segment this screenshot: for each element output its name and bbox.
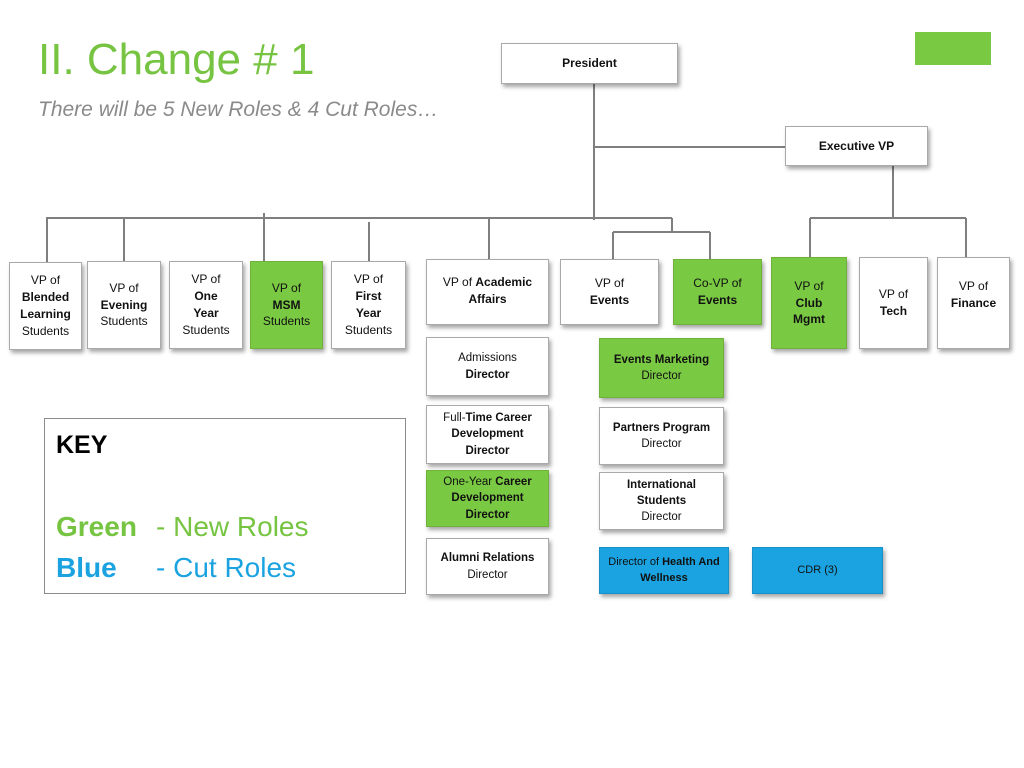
vp-academic-affairs-box: VP of Academic Affairs <box>426 259 549 325</box>
role-title: International Students <box>626 478 696 507</box>
vp-suffix: Students <box>344 322 393 337</box>
role-title: Health And Wellness <box>640 556 720 584</box>
role-title: Director <box>465 368 510 381</box>
executive-vp-box: Executive VP <box>785 126 928 166</box>
executive-vp-label: Executive VP <box>818 138 895 153</box>
role-prefix: Full- <box>443 412 466 425</box>
vp-prefix: VP of <box>353 272 384 287</box>
vp-prefix: VP of <box>958 279 989 293</box>
role-suffix: Director <box>467 568 508 581</box>
co-vp-events-box: Co-VP of Events <box>673 259 762 325</box>
vp-prefix: VP of <box>594 276 625 291</box>
cdr-box: CDR (3) <box>752 547 883 594</box>
role-suffix: Director <box>641 511 682 524</box>
vp-tech-box: VP of Tech <box>859 257 928 349</box>
vp-area: Tech <box>879 304 908 318</box>
director-health-and-wellness-box: Director of Health And Wellness <box>599 547 729 594</box>
page-subtitle: There will be 5 New Roles & 4 Cut Roles… <box>38 98 439 121</box>
admissions-director-box: Admissions Director <box>426 337 549 396</box>
vp-suffix: Students <box>182 322 230 337</box>
vp-club-mgmt-box: VP of Club Mgmt <box>771 257 847 349</box>
role-prefix: Director of <box>608 556 660 569</box>
role-title: Alumni Relations <box>440 552 535 565</box>
vp-area: Club Mgmt <box>793 295 825 327</box>
partners-program-director-box: Partners Program Director <box>599 407 724 465</box>
page-title: II. Change # 1 <box>38 35 315 84</box>
full-time-career-development-director-box: Full-Time Career Development Director <box>426 405 549 464</box>
role-title: Career Development Director <box>451 476 532 521</box>
role-prefix: One-Year <box>443 476 493 489</box>
vp-area: First Year <box>355 289 382 320</box>
key-blue-label: - Cut Roles <box>156 552 297 583</box>
vp-area: Events <box>589 293 630 307</box>
vp-blended-learning-students-box: VP of Blended Learning Students <box>9 262 82 350</box>
role-prefix: Admissions <box>458 352 517 365</box>
alumni-relations-director-box: Alumni Relations Director <box>426 538 549 595</box>
key-green-label: - New Roles <box>156 511 309 542</box>
vp-first-year-students-box: VP of First Year Students <box>331 261 406 349</box>
vp-evening-students-box: VP of Evening Students <box>87 261 161 349</box>
vp-area: Events <box>697 293 738 307</box>
role-suffix: Director <box>641 438 682 450</box>
one-year-career-development-director-box: One-Year Career Development Director <box>426 470 549 527</box>
key-row-cut-roles: Blue - Cut Roles <box>56 554 296 582</box>
role-suffix: Director <box>641 370 682 382</box>
vp-prefix: VP of <box>442 275 473 289</box>
events-marketing-director-box: Events Marketing Director <box>599 338 724 398</box>
president-box: President <box>501 43 678 84</box>
role-title: Events Marketing <box>613 353 710 366</box>
role-title: Partners Program <box>612 421 711 434</box>
vp-suffix: Students <box>262 314 311 329</box>
vp-prefix: VP of <box>878 287 909 302</box>
vp-suffix: Students <box>21 323 70 338</box>
vp-suffix: Students <box>100 314 148 329</box>
vp-prefix: VP of <box>271 280 302 295</box>
vp-events-box: VP of Events <box>560 259 659 325</box>
vp-prefix: VP of <box>794 278 824 293</box>
vp-prefix: Co-VP of <box>693 276 742 291</box>
vp-area: MSM <box>272 297 301 312</box>
vp-one-year-students-box: VP of One Year Students <box>169 261 243 349</box>
vp-area: Finance <box>950 295 997 310</box>
cdr-label: CDR (3) <box>797 563 838 576</box>
role-title: Time Career Development Director <box>451 412 532 457</box>
key-green-word: Green <box>56 511 137 542</box>
key-row-new-roles: Green - New Roles <box>56 513 308 541</box>
vp-area: Blended Learning <box>20 290 71 321</box>
vp-area: Academic Affairs <box>468 275 533 306</box>
vp-prefix: VP of <box>30 273 61 288</box>
president-label: President <box>562 56 617 71</box>
vp-area: One Year <box>193 289 219 320</box>
international-students-director-box: International Students Director <box>599 472 724 530</box>
vp-finance-box: VP of Finance <box>937 257 1010 349</box>
accent-rectangle <box>915 32 991 65</box>
vp-msm-students-box: VP of MSM Students <box>250 261 323 349</box>
vp-area: Evening <box>100 297 148 312</box>
vp-prefix: VP of <box>109 280 139 295</box>
vp-prefix: VP of <box>191 272 221 287</box>
key-blue-word: Blue <box>56 552 117 583</box>
legend-key: KEY Green - New Roles Blue - Cut Roles <box>44 418 406 594</box>
key-title: KEY <box>56 431 108 459</box>
